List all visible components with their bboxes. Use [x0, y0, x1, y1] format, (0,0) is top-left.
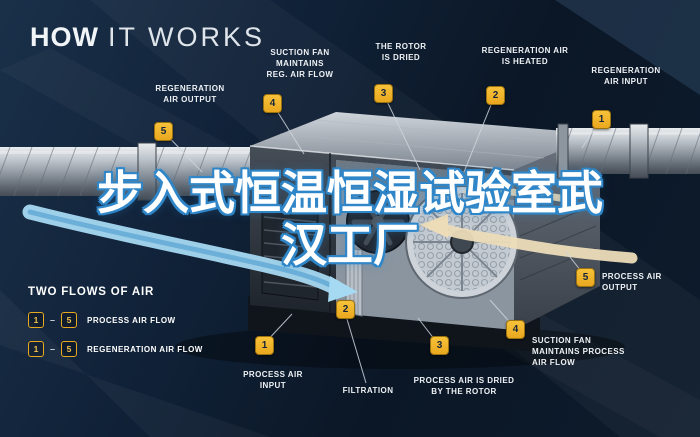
left-duct	[0, 142, 266, 201]
watermark-line-1: 步入式恒温恒湿试验室武	[97, 167, 603, 219]
legend-heading: TWO FLOWS OF AIR	[28, 286, 155, 298]
badge-suction-fan-process: 4	[506, 320, 525, 339]
badge-filtration: 2	[336, 300, 355, 319]
duct-flange	[557, 123, 569, 179]
badge-regeneration-air-output: 5	[154, 122, 173, 141]
label-filtration: FILTRATION	[342, 386, 394, 395]
label-regeneration-air-heated: REGENERATION AIR IS HEATED	[481, 46, 569, 66]
process-fan	[346, 190, 410, 254]
duct-coupling-ring	[629, 123, 649, 179]
badge-process-air-input: 1	[255, 336, 274, 355]
label-process-air-input: PROCESS AIR INPUT	[243, 370, 303, 390]
regeneration-air-flow-arrows	[420, 184, 638, 264]
badge-process-air-dried: 3	[430, 336, 449, 355]
legend-badge-to: 5	[61, 341, 78, 357]
label-regeneration-air-input: REGENERATION AIR INPUT	[591, 66, 661, 86]
badge-process-air-output: 5	[576, 268, 595, 287]
label-suction-fan-reg: SUCTION FAN MAINTAINS REG. AIR FLOW	[266, 48, 334, 79]
page-title: HOW IT WORKS	[30, 22, 265, 53]
title-it-works: IT WORKS	[107, 22, 265, 52]
legend-dash: –	[50, 315, 56, 325]
process-air-flow-arrow	[22, 204, 358, 302]
title-how: HOW	[30, 22, 99, 52]
legend-label-process-air: PROCESS AIR FLOW	[87, 315, 176, 325]
legend-dash: –	[50, 344, 56, 354]
badge-suction-fan-reg: 4	[263, 94, 282, 113]
duct-coupling-ring	[137, 142, 157, 201]
badge-regeneration-air-input: 1	[592, 110, 611, 129]
legend-row-process-air: 1 – 5 PROCESS AIR FLOW	[28, 312, 203, 328]
legend-label-regeneration-air: REGENERATION AIR FLOW	[87, 344, 203, 354]
label-rotor-is-dried: THE ROTOR IS DRIED	[375, 42, 427, 62]
legend-badge-to: 5	[61, 312, 78, 328]
legend-row-regeneration-air: 1 – 5 REGENERATION AIR FLOW	[28, 341, 203, 357]
legend-badge-from: 1	[28, 312, 44, 328]
badge-rotor-is-dried: 3	[374, 84, 393, 103]
label-process-air-output: PROCESS AIR OUTPUT	[602, 272, 662, 292]
legend-two-flows: TWO FLOWS OF AIR 1 – 5 PROCESS AIR FLOW …	[28, 286, 203, 370]
desiccant-rotor	[405, 185, 519, 299]
right-duct	[555, 123, 700, 179]
label-regeneration-air-output: REGENERATION AIR OUTPUT	[155, 84, 225, 104]
watermark-line-2: 汉工厂	[281, 218, 419, 271]
badge-regeneration-air-heated: 2	[486, 86, 505, 105]
label-suction-fan-process: SUCTION FAN MAINTAINS PROCESS AIR FLOW	[532, 336, 625, 367]
watermark-text: 步入式恒温恒湿试验室武 汉工厂	[0, 167, 700, 271]
label-process-air-dried: PROCESS AIR IS DRIED BY THE ROTOR	[413, 376, 515, 396]
leader-lines	[162, 92, 602, 384]
legend-badge-from: 1	[28, 341, 44, 357]
